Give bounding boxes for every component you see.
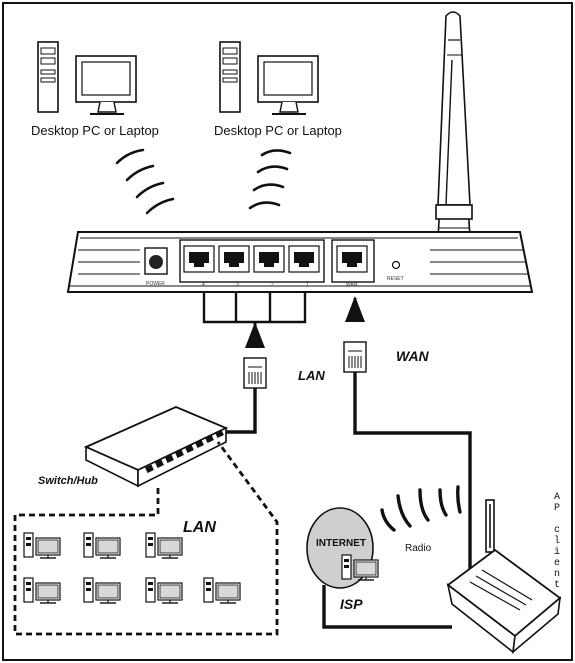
lan-pc [23,532,61,559]
lan-pc [203,577,241,604]
wan-cable [353,372,472,570]
wan-port [336,245,368,273]
wireless-waves-left-icon [115,148,175,215]
lan-port-2 [253,245,285,273]
lan-group-boundary [13,441,279,636]
lan-port-3 [218,245,250,273]
isp-label: ISP [340,596,363,612]
lan-cable [226,388,257,434]
lan-link-label: LAN [298,368,325,383]
ap-client-label-char: A [553,492,560,503]
radio-label: Radio [405,543,432,554]
ap-client-label-char: l [553,536,560,547]
pc-right-label: Desktop PC or Laptop [214,123,342,138]
lan-port-1 [288,245,320,273]
wan-link-arrow [345,296,365,322]
pc-left [37,41,137,115]
lan-cable-plug-icon [243,357,267,389]
switch-hub-device [83,406,229,488]
ap-client-label-char: e [553,558,560,569]
lan-pc [83,577,121,604]
power-jack-icon [149,255,163,269]
pc-left-label: Desktop PC or Laptop [31,123,159,138]
ap-client-label-char: n [553,569,560,580]
radio-waves-icon [380,485,462,532]
wireless-waves-right-icon [248,149,292,210]
lan-link-arrow [245,322,265,348]
lan-pc [145,532,183,559]
ap-client-device [446,499,562,654]
ap-client-label-char: P [553,503,560,514]
lan-port-4-label: 4 [202,282,205,288]
lan-port-2-label: 2 [271,282,274,288]
reset-button-icon [391,260,401,270]
lan-port-3-label: 3 [236,282,239,288]
wan-cable-plug-icon [343,341,367,373]
lan-port-cables [202,292,307,324]
ap-client-label-char: t [553,580,560,591]
internet-label: INTERNET [316,538,366,549]
lan-group-label: LAN [183,519,216,536]
lan-port-1-label: 1 [306,282,309,288]
lan-pc [145,577,183,604]
lan-group-pcs [23,532,241,604]
pc-right [219,41,319,115]
switch-hub-label: Switch/Hub [38,475,98,487]
lan-pc [23,577,61,604]
ap-client-label-char: c [553,525,560,536]
lan-pc [83,532,121,559]
isp-cable [322,585,452,629]
ap-client-label-char [551,514,563,525]
power-label: POWER [146,281,165,287]
wan-link-label: WAN [396,348,429,364]
lan-port-4 [183,245,215,273]
wan-port-label: WAN [346,282,358,288]
ap-client-label-char: i [553,547,560,558]
reset-label: RESET [387,276,404,282]
